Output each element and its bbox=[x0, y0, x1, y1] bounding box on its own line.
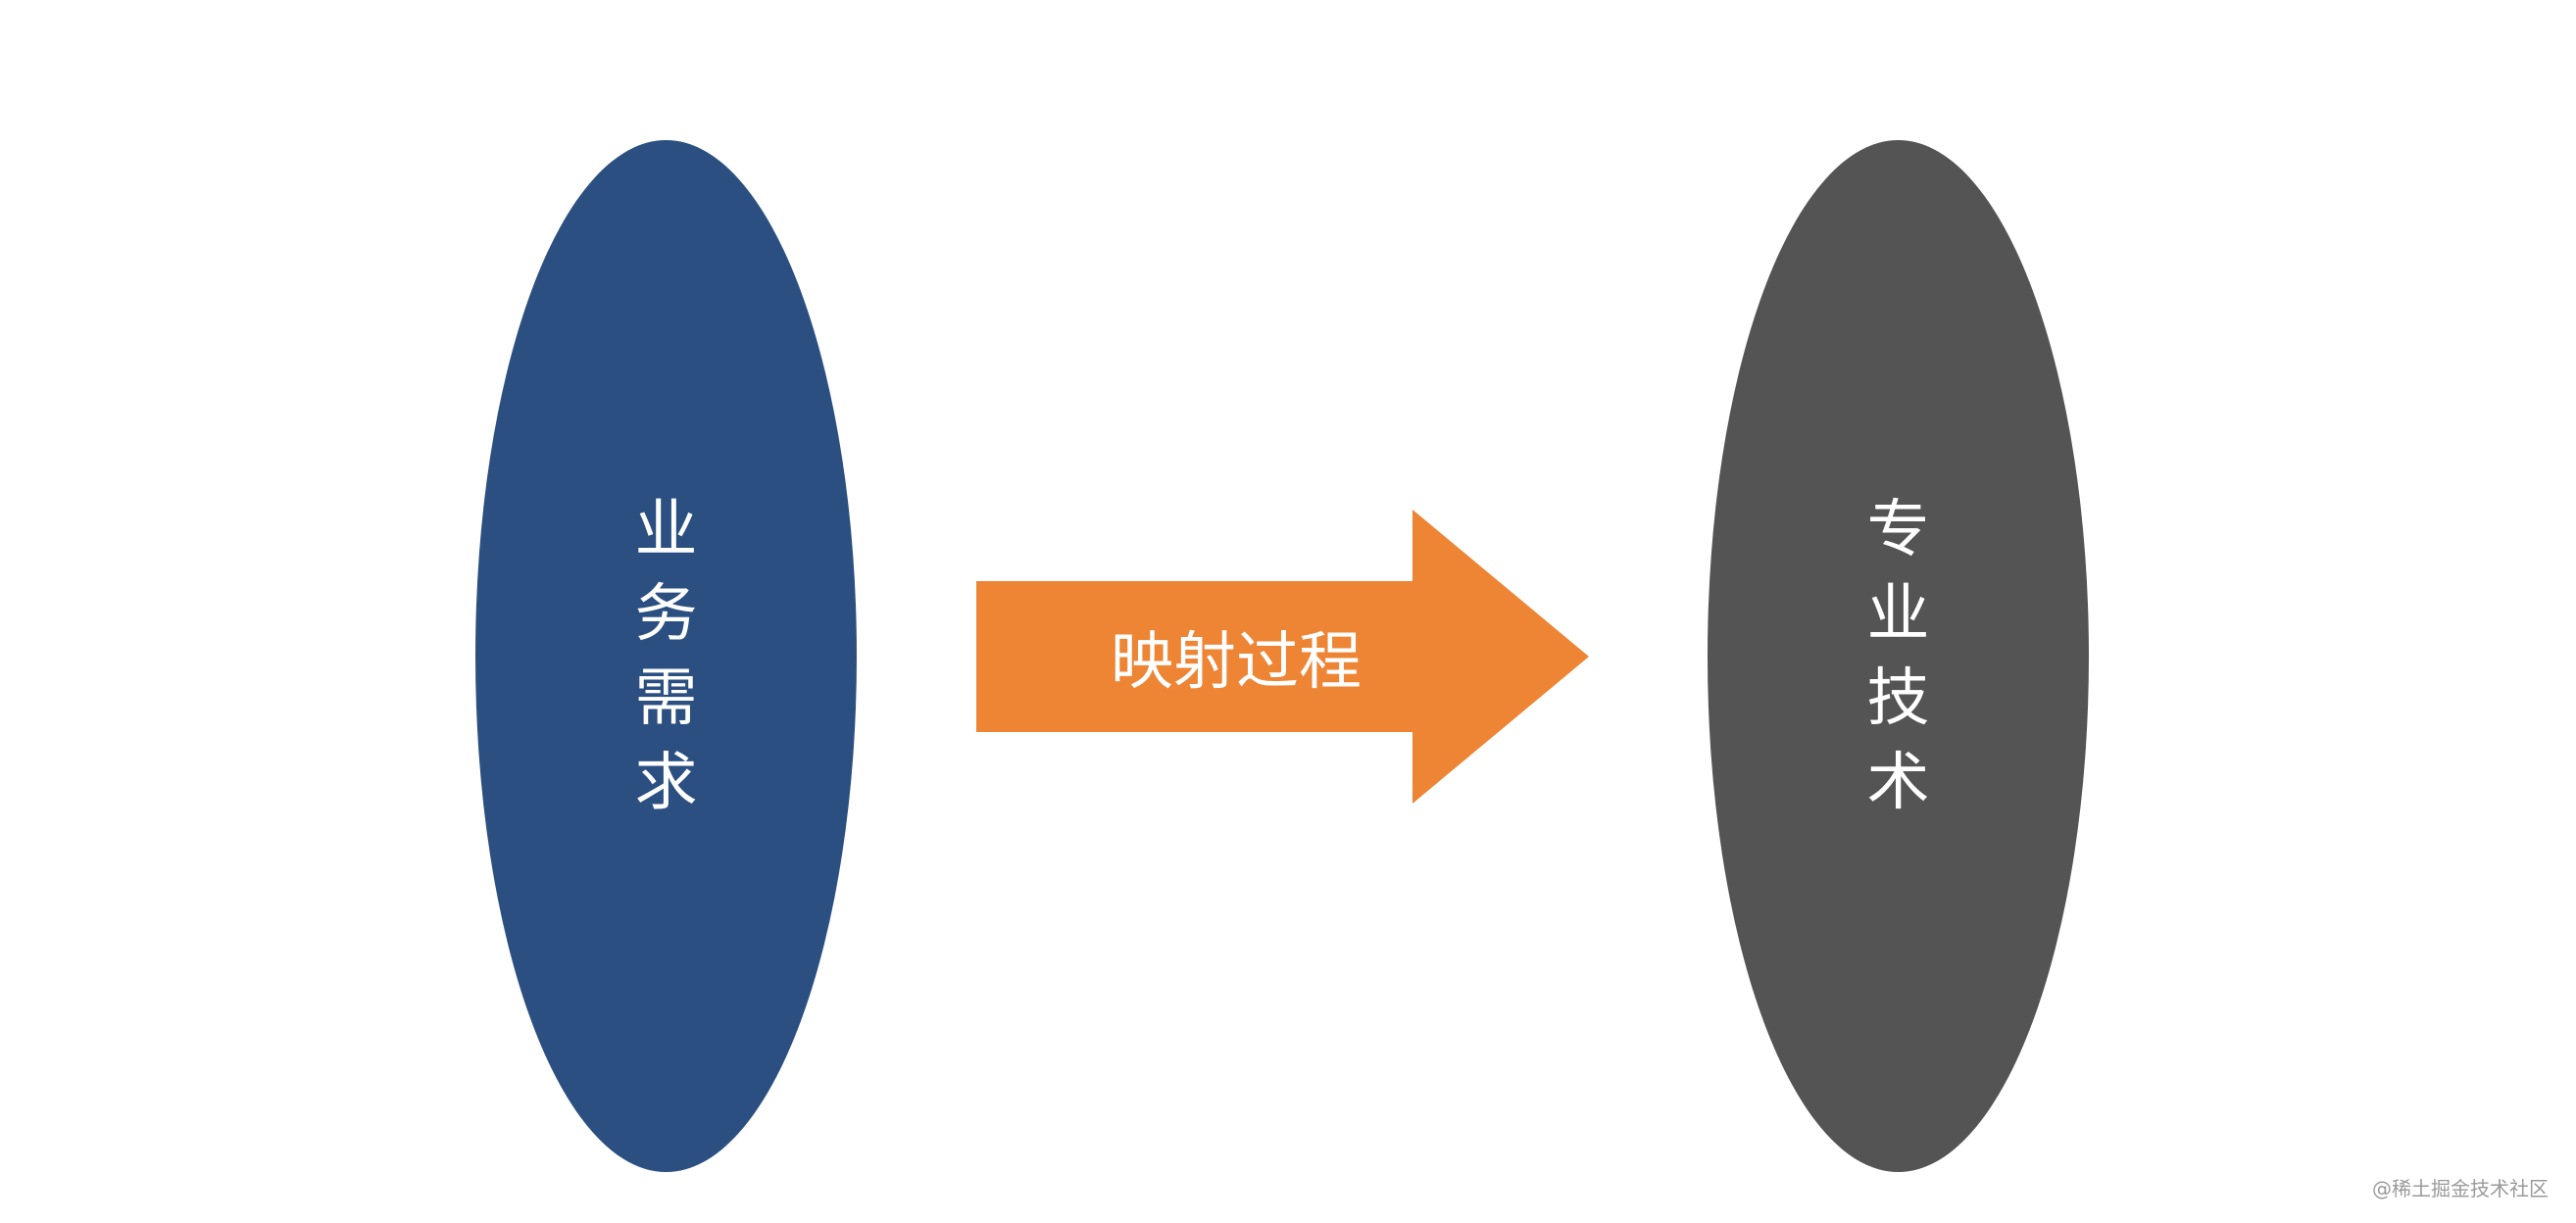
right-arrow-icon bbox=[976, 510, 1589, 804]
mapping-arrow: 映射过程 bbox=[976, 510, 1589, 804]
watermark: @稀土掘金技术社区 bbox=[2372, 1177, 2549, 1200]
mapping-process-label: 映射过程 bbox=[1111, 626, 1362, 699]
business-requirements-label: 业务需求 bbox=[634, 493, 698, 819]
professional-technology-label: 专业技术 bbox=[1866, 493, 1930, 819]
professional-technology-ellipse: 专业技术 bbox=[1708, 140, 2089, 1172]
business-requirements-ellipse: 业务需求 bbox=[475, 140, 857, 1172]
arrow-shape bbox=[976, 510, 1589, 804]
